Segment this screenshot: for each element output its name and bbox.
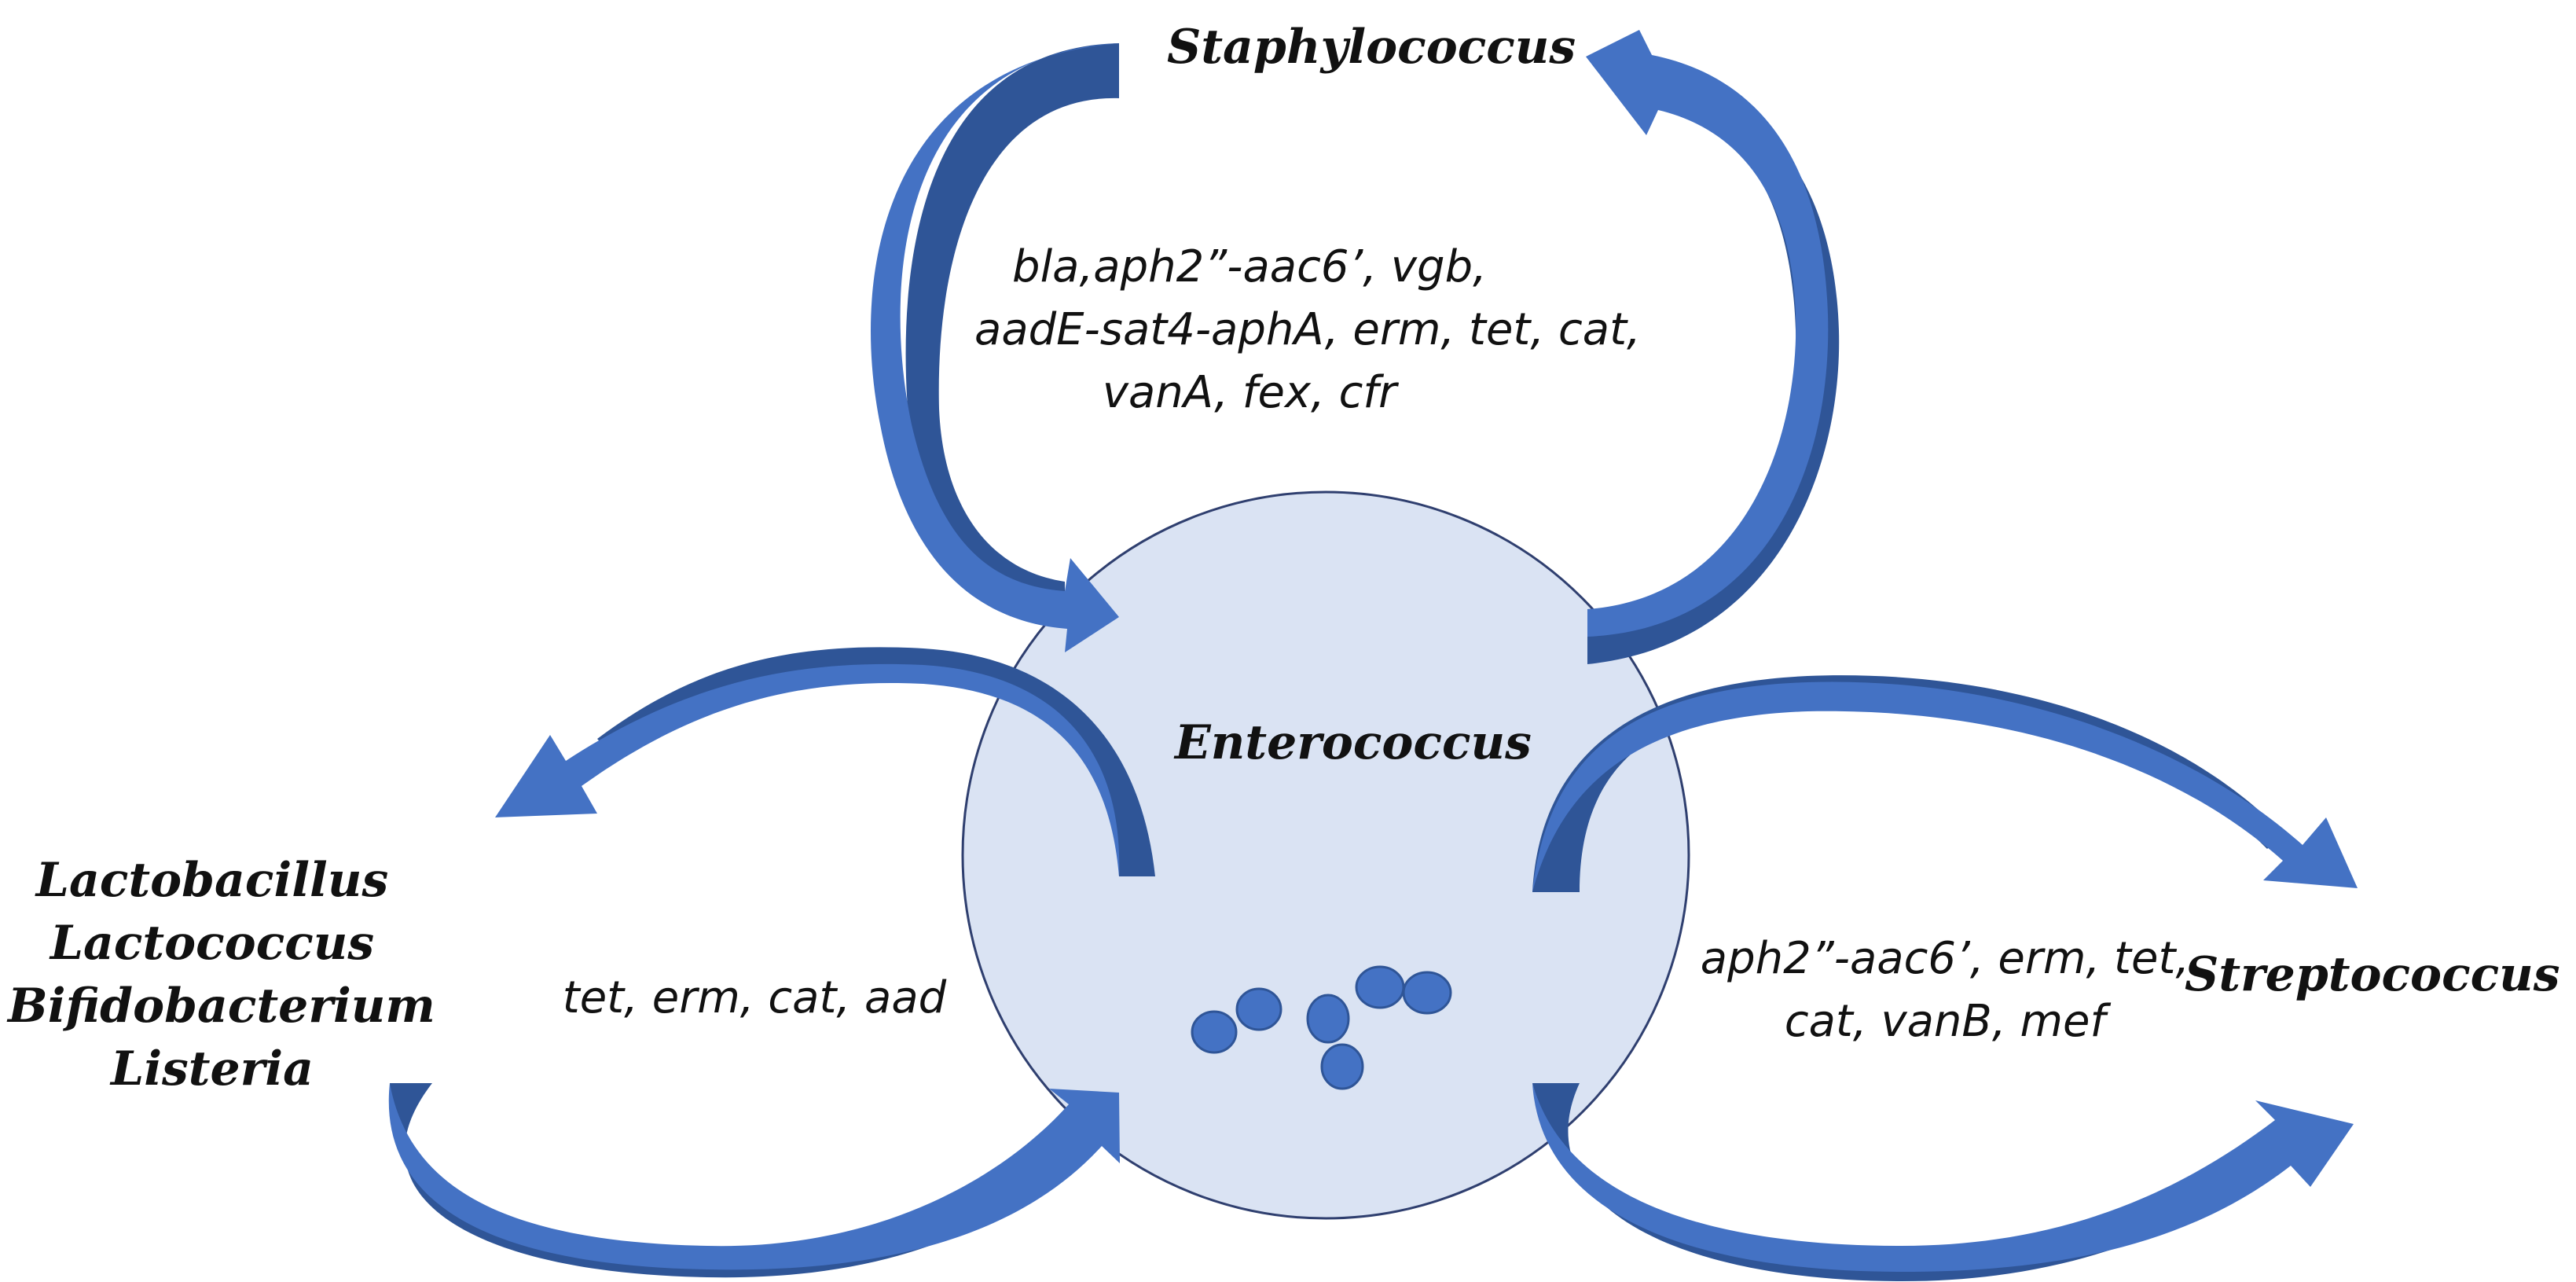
gene-line: tet, erm, cat, aad — [562, 972, 947, 1023]
gene-line: aph2”-aac6’, erm, tet, — [1700, 933, 2190, 984]
lactobacillus-group-labels: Lactobacillus Lactococcus Bifidobacteriu… — [8, 849, 435, 1100]
bacterium-cell — [1320, 1043, 1364, 1090]
arrow-streptococcus-to-enterococcus — [1532, 1083, 2354, 1281]
bacteria-cells — [1191, 965, 1452, 1090]
streptococcus-genes: aph2”-aac6’, erm, tet, cat, vanB, mef — [1690, 928, 2200, 1053]
taxon-listeria: Listeria — [111, 1041, 314, 1096]
enterococcus-circle — [961, 490, 1690, 1220]
gene-line: cat, vanB, mef — [1784, 996, 2106, 1047]
arrow-enterococcus-to-streptococcus — [1532, 675, 2358, 892]
bacterium-cell — [1235, 987, 1282, 1031]
bacterium-cell — [1306, 994, 1350, 1044]
staphylococcus-genes: bla,aph2”-aac6’, vgb, aadE-sat4-aphA, er… — [974, 236, 1641, 424]
bacterium-cell — [1402, 971, 1452, 1015]
arrow-enterococcus-to-lactobacillus — [495, 647, 1155, 876]
lactobacillus-genes: tet, erm, cat, aad — [550, 967, 959, 1030]
taxon-lactobacillus: Lactobacillus — [35, 853, 389, 908]
arrow-lactobacillus-to-enterococcus — [388, 1083, 1120, 1278]
bacterium-cell — [1191, 1010, 1238, 1054]
taxon-lactococcus: Lactococcus — [50, 916, 375, 971]
streptococcus-label: Streptococcus — [2185, 947, 2560, 1002]
arrow-enterococcus-to-staphylococcus — [1586, 30, 1840, 664]
bacterium-cell — [1355, 965, 1405, 1009]
gene-line: vanA, fex, cfr — [1102, 367, 1397, 418]
gene-line: aadE-sat4-aphA, erm, tet, cat, — [974, 304, 1641, 355]
taxon-bifidobacterium: Bifidobacterium — [8, 979, 435, 1034]
gene-line: bla,aph2”-aac6’, vgb, — [1012, 241, 1487, 292]
arrow-staphylococcus-to-enterococcus — [871, 43, 1119, 652]
enterococcus-label: Enterococcus — [1175, 715, 1532, 770]
staphylococcus-label: Staphylococcus — [1167, 20, 1576, 75]
